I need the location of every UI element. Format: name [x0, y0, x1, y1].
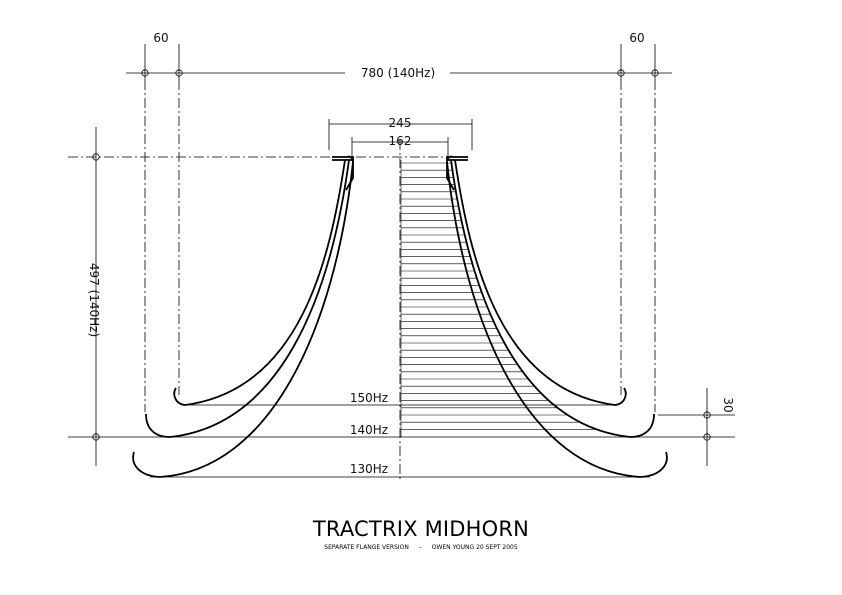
overall-width-dimension: 780 (140Hz) 60 60 [126, 31, 672, 80]
mouth-offset-label: 30 [721, 397, 735, 412]
flange-dimensions: 245 162 [328, 116, 473, 158]
freq-130-label: 130Hz [350, 462, 388, 476]
frequency-lines: 150Hz 140Hz 130Hz [150, 391, 650, 478]
drawing-subtitle: SEPARATE FLANGE VERSION – OWEN YOUNG 20 … [0, 544, 842, 551]
throat-width-label: 162 [389, 134, 412, 148]
extension-lines [68, 80, 656, 480]
subtitle-author-date: OWEN YOUNG 20 SEPT 2005 [431, 544, 518, 551]
horn-section-hatching [400, 160, 597, 437]
subtitle-version: SEPARATE FLANGE VERSION [324, 544, 409, 551]
drawing-title: TRACTRIX MIDHORN [312, 517, 530, 541]
left-offset-label: 60 [153, 31, 168, 45]
overall-width-label: 780 (140Hz) [361, 66, 435, 80]
freq-150-label: 150Hz [350, 391, 388, 405]
height-dimension: 497 (140Hz) [87, 127, 101, 466]
subtitle-separator: – [418, 544, 422, 551]
mouth-offset-dimension: 30 [658, 388, 735, 466]
right-offset-label: 60 [629, 31, 644, 45]
height-label: 497 (140Hz) [87, 263, 101, 337]
flange-width-label: 245 [389, 116, 412, 130]
throat-flanges [332, 155, 468, 191]
horn-profile-curves [132, 159, 668, 478]
freq-140-label: 140Hz [350, 423, 388, 437]
